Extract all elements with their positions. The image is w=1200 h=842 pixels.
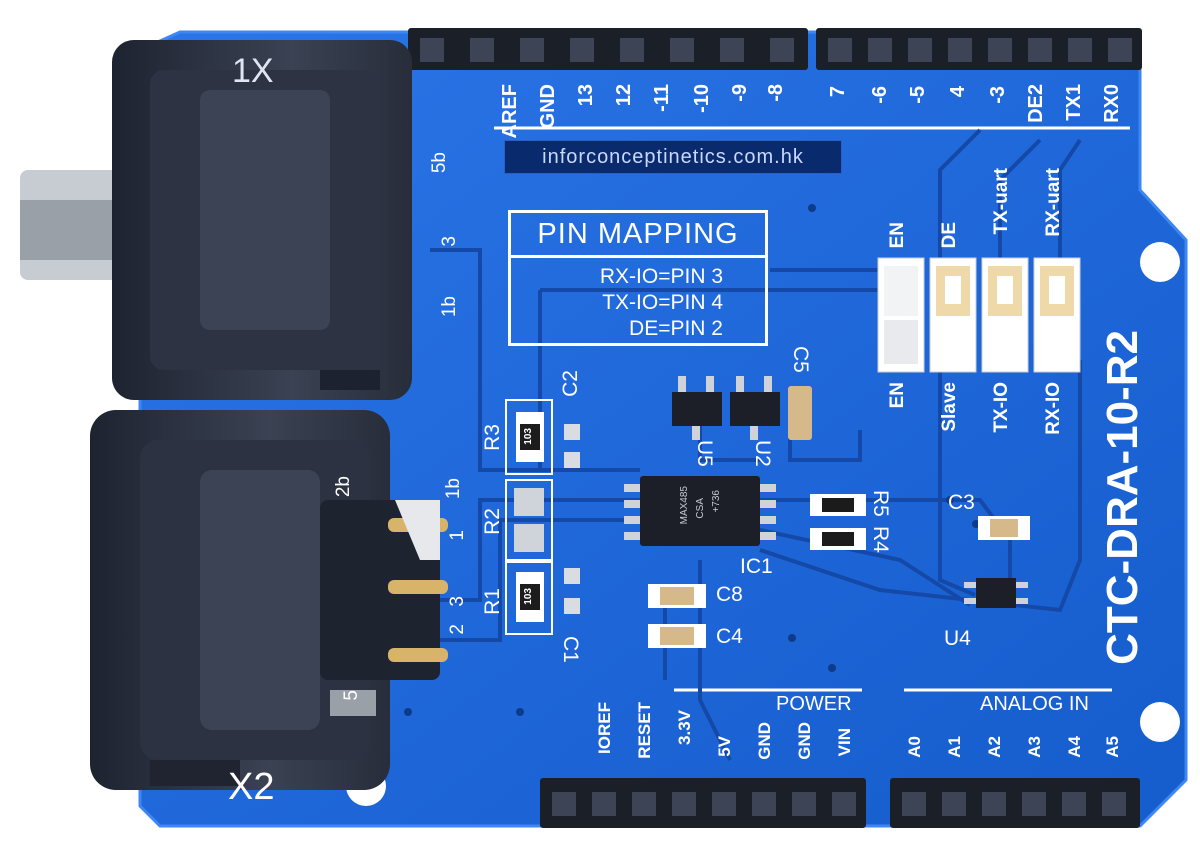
pin-label-13: 13 [575,84,597,107]
u2-chip [730,376,780,440]
pin-label-gnd: GND [537,84,559,129]
designator-c2: C2 [559,370,582,397]
pin-mapping-row: TX-IO=PIN 4 [602,291,723,314]
pin-label-5v: 5V [715,736,734,757]
designator-r2: R2 [481,508,504,535]
x2-pin-3: 3 [447,596,468,607]
designator-c1: C1 [559,636,582,663]
designator-r3: R3 [481,424,504,451]
pin-label-a1: A1 [945,736,964,758]
pin-label-12: 12 [613,84,635,107]
jumper-label-en-top: EN [887,222,908,249]
x2-pin-5: 5 [341,690,362,701]
mounting-hole [1140,702,1180,742]
pin-label-rx0: RX0 [1101,84,1123,123]
pin-label-aref: AREF [499,84,521,139]
vias [404,204,980,716]
pin-label-ioref: IOREF [595,702,614,754]
power-header-title: POWER [776,693,852,715]
designator-u5: U5 [693,440,716,467]
u5-chip [672,376,722,440]
designator-r5: R5 [869,490,892,517]
jumper-label-de: DE [939,222,960,249]
analog-header-title: ANALOG IN [980,693,1089,715]
designator-u4: U4 [944,627,971,650]
pin-label-vin: VIN [835,728,854,757]
pin-mapping-row: DE=PIN 2 [629,317,723,340]
jumper-label-rx-io: RX-IO [1043,382,1064,435]
designator-c5: C5 [789,346,812,373]
designator-c8: C8 [716,583,743,606]
pin-label-8: -8 [765,84,787,102]
resistor-code: 103 [523,428,534,445]
jumper-label-slave: Slave [939,382,960,432]
x2-pin-1: 1 [447,530,468,541]
designator-c4: C4 [716,625,743,648]
jumper-label-rx-uart: RX-uart [1043,168,1064,237]
c5-cap [788,386,812,440]
ic1-marking: CSA [695,498,706,519]
pin-label-10: -10 [691,84,713,113]
designator-ic1: IC1 [740,555,773,578]
board-model-label: CTC-DRA-10-R2 [1098,330,1147,665]
pin-label-4: 4 [947,86,969,98]
pin-label-a2: A2 [985,736,1004,758]
pin-label-9: -9 [729,84,751,102]
jumper-label-tx-io: TX-IO [991,382,1012,433]
pin-label-3v3: 3.3V [675,710,694,745]
pin-label-tx1: TX1 [1063,84,1085,121]
x1-pin-1b: 1b [439,296,460,318]
pin-label-gnd-2: GND [795,722,814,760]
x1-pin-3: 3 [439,236,460,247]
resistor-code: 103 [523,588,534,605]
pin-label-3: -3 [987,86,1009,104]
resistor-bank [505,399,553,635]
x2-pin-1b: 1b [443,478,464,500]
xlr-connector-x1 [20,40,412,400]
x2-pin-2b: 2b [333,476,354,498]
jumper-label-tx-uart: TX-uart [991,168,1012,235]
pin-label-a3: A3 [1025,736,1044,758]
mounting-hole [1140,242,1180,282]
pin-mapping-row: RX-IO=PIN 3 [599,265,723,288]
pin-mapping-title: PIN MAPPING [511,213,765,258]
header-digital-left [408,28,808,70]
header-power [540,778,866,828]
designator-r4: R4 [869,526,892,553]
pin-mapping-box: PIN MAPPING RX-IO=PIN 3 TX-IO=PIN 4 DE=P… [508,210,768,346]
pin-label-6: -6 [869,86,891,104]
designator-u2: U2 [751,440,774,467]
pin-label-7: 7 [827,86,849,98]
header-digital-right [816,28,1142,70]
xlr-connector-x2 [90,410,448,790]
connector-x2-label: X2 [228,766,275,808]
pin-label-gnd-1: GND [755,722,774,760]
ic1-marking: +736 [711,490,722,513]
jumper-label-en-bottom: EN [887,382,908,409]
x1-pin-5b: 5b [429,152,450,174]
jumper-block [877,257,1081,373]
pin-label-5: -5 [907,86,929,104]
website-url: inforconceptinetics.com.hk [504,140,842,174]
ic1-marking: MAX485 [679,486,690,525]
designator-c3: C3 [948,491,975,514]
pin-label-a5: A5 [1103,736,1122,758]
x2-pin-2: 2 [447,624,468,635]
pin-label-11: -11 [651,84,673,112]
u4-chip [964,578,1028,608]
pin-label-a0: A0 [905,736,924,758]
pin-label-reset: RESET [635,702,654,759]
pin-label-de2: DE2 [1025,84,1047,123]
designator-r1: R1 [481,588,504,615]
pin-label-a4: A4 [1065,736,1084,758]
connector-x1-label: 1X [232,52,274,90]
ic1-chip [624,476,776,546]
